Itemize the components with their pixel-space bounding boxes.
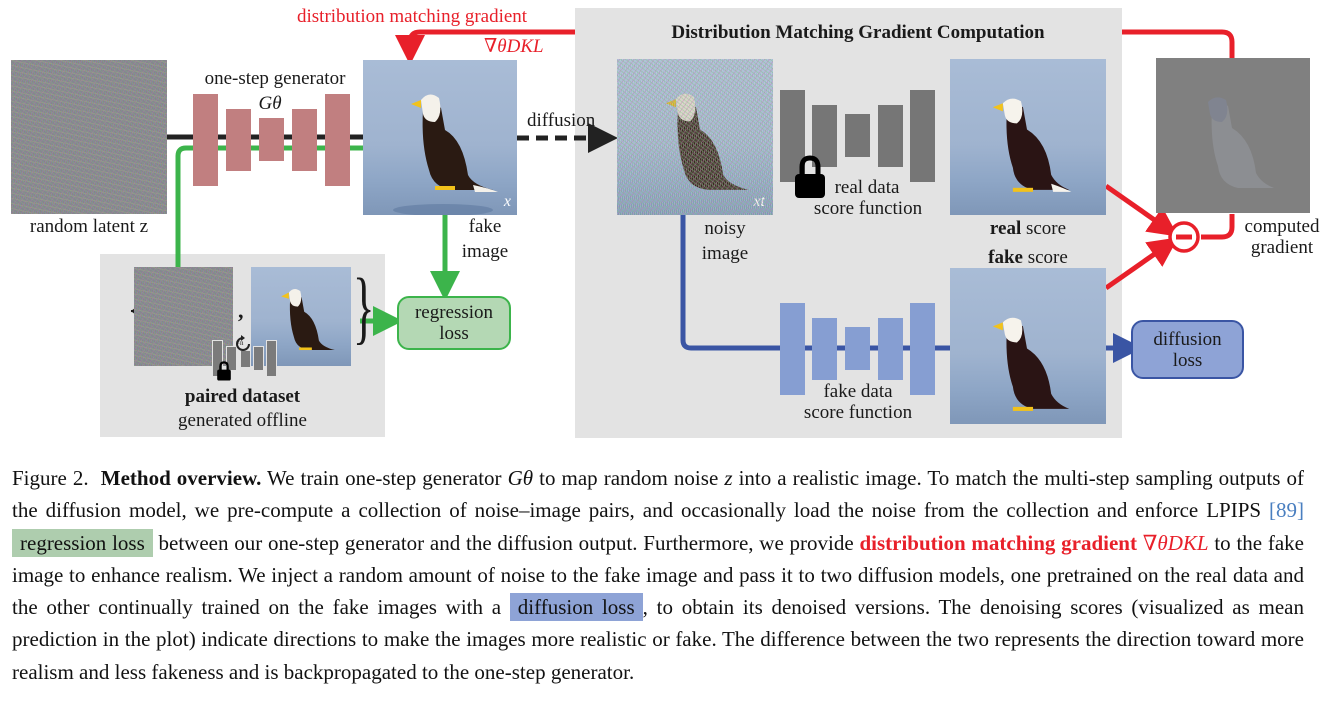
random-latent-label: random latent z	[29, 216, 149, 237]
eagle-icon	[992, 317, 1070, 411]
real-net-layer	[910, 90, 935, 182]
z-math: z	[724, 466, 733, 490]
computed-gradient-image	[1156, 58, 1310, 213]
fake-image: x	[363, 60, 517, 215]
real-score-bold: real	[989, 218, 1022, 239]
real-fn-label-2: score function	[813, 198, 923, 219]
fake-score-image	[950, 268, 1106, 424]
generator-symbol: Gθ	[258, 93, 282, 114]
mini-net-layer	[253, 346, 264, 371]
fake-net-layer	[910, 303, 935, 395]
eagle-icon	[281, 289, 335, 351]
figure-caption: Figure 2. Method overview. We train one-…	[12, 462, 1304, 688]
fake-net-layer	[878, 318, 903, 380]
caption-text: , to obtain its denoised versions. The d…	[12, 595, 1304, 684]
caption-text: We train one-step generator	[261, 466, 508, 490]
dmg-highlight: distribution matching gradient	[859, 530, 1143, 555]
dmg-math: ∇θDKL	[1142, 530, 1209, 555]
fake-score-label: fake score	[950, 247, 1106, 268]
regression-loss-line-1: regression	[414, 302, 494, 323]
fake-score-bold: fake	[988, 247, 1023, 268]
citation-link[interactable]: [89]	[1269, 498, 1304, 523]
loop-icon	[236, 335, 250, 351]
computed-gradient-label-2: gradient	[1250, 237, 1314, 258]
fake-image-var: x	[503, 193, 511, 210]
fake-fn-label-1: fake data	[823, 381, 893, 402]
loop-label: ×n	[236, 339, 244, 347]
real-fn-label-1: real data	[834, 177, 900, 198]
caption-text: into a realistic image. To match the mul…	[12, 466, 1305, 523]
regression-loss-highlight: regression loss	[12, 528, 153, 557]
generator-math: Gθ	[507, 466, 534, 490]
fake-net-layer	[780, 303, 805, 395]
caption-title: Method overview.	[100, 466, 262, 490]
noisy-image-label-1: noisy	[704, 218, 746, 239]
dmg-symbol: ∇θDKL	[484, 36, 544, 57]
generator-layer	[292, 109, 317, 171]
eagle-icon	[665, 93, 749, 190]
real-score-label: real score	[950, 218, 1106, 239]
mini-net-layer	[266, 340, 277, 377]
mini-net-layer	[226, 346, 237, 371]
lock-icon	[217, 361, 231, 381]
noisy-image: xt	[617, 59, 773, 215]
eagle-icon	[1208, 97, 1274, 188]
right-brace: }	[352, 261, 375, 352]
lock-icon	[795, 155, 825, 198]
generator-title: one-step generator	[204, 68, 346, 89]
fake-fn-label-2: score function	[803, 402, 913, 423]
generator-layer	[193, 94, 218, 186]
regression-loss-line-2: loss	[439, 323, 469, 344]
diffusion-loss-line-2: loss	[1172, 349, 1203, 371]
figure-number: Figure 2.	[12, 466, 89, 490]
real-score-image	[950, 59, 1106, 215]
computed-gradient-label-1: computed	[1244, 216, 1320, 237]
noisy-image-label-2: image	[701, 243, 749, 264]
eagle-icon	[992, 98, 1072, 192]
fake-score-rest: score	[1022, 247, 1068, 268]
generator-layer	[226, 109, 251, 171]
panel-title: Distribution Matching Gradient Computati…	[671, 22, 1045, 43]
generator-layer	[325, 94, 350, 186]
caption-text: to map random noise	[533, 466, 725, 490]
eagle-icon	[393, 94, 498, 215]
caption-text: to the fake image to enhance realism. We…	[12, 530, 1304, 620]
real-net-layer	[845, 114, 870, 157]
minus-to-gradient	[1201, 214, 1235, 240]
minus-circle	[1168, 221, 1200, 253]
noisy-image-var: xt	[753, 193, 765, 210]
paired-dataset-title: paired dataset	[184, 386, 301, 407]
diffusion-loss-highlight: diffusion loss	[509, 593, 643, 622]
fake-image-label-2: image	[461, 241, 509, 262]
diffusion-loss-line-1: diffusion	[1153, 328, 1222, 350]
real-net-layer	[812, 105, 837, 167]
random-latent-image	[11, 60, 167, 214]
real-score-rest: score	[1021, 218, 1067, 239]
pair-comma: ,	[238, 298, 244, 323]
generator-layer	[259, 118, 284, 161]
fake-image-label-1: fake	[468, 216, 502, 237]
paired-dataset-subtitle: generated offline	[178, 410, 307, 431]
dmg-label: distribution matching gradient	[297, 6, 528, 27]
fake-net-layer	[812, 318, 837, 380]
real-net-layer	[878, 105, 903, 167]
fake-net-layer	[845, 327, 870, 370]
caption-text: between our one-step generator and the d…	[152, 530, 860, 555]
diffusion-label: diffusion	[527, 110, 596, 131]
